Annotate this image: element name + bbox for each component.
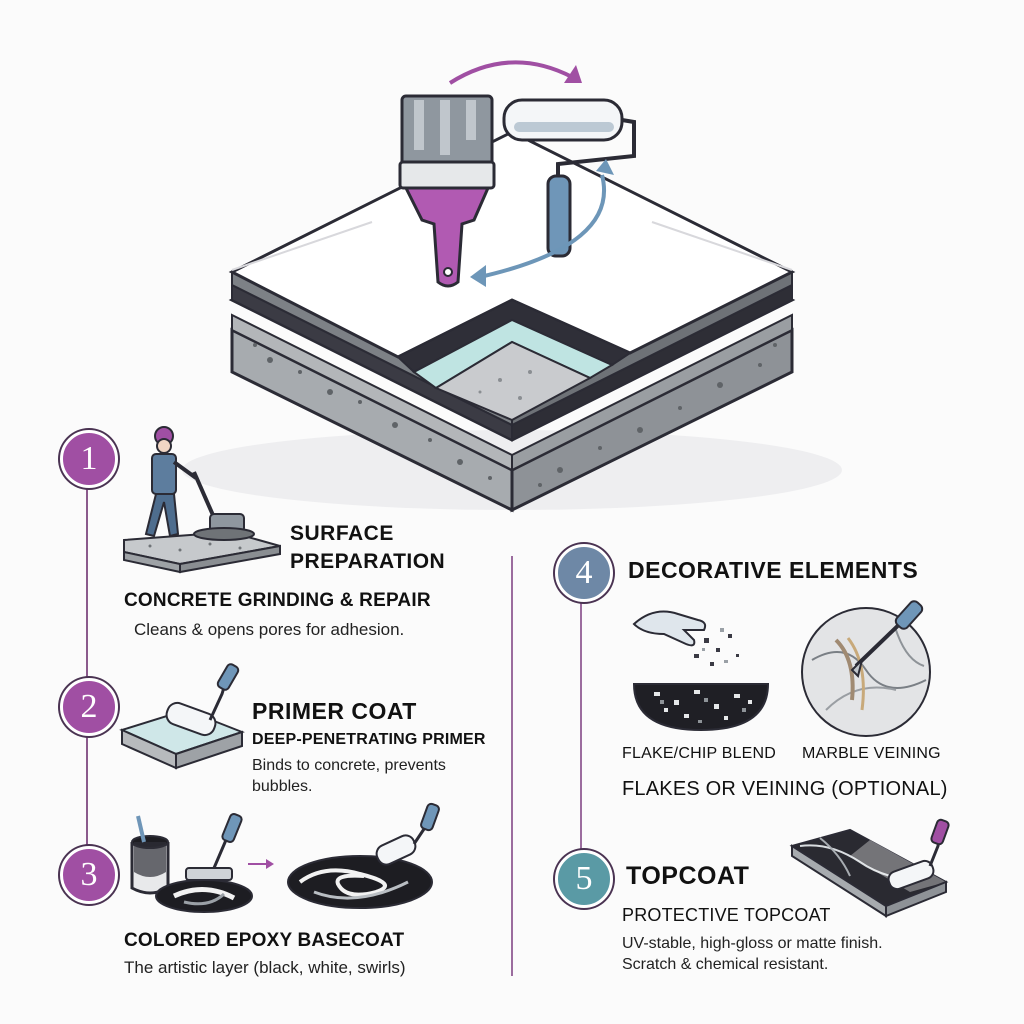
step3-description: The artistic layer (black, white, swirls… — [124, 958, 406, 977]
marble-veining-icon — [801, 600, 931, 737]
paint-brush-icon — [398, 94, 496, 288]
step1-title-line2: PREPARATION — [290, 550, 446, 573]
step3-subtitle: COLORED EPOXY BASECOAT — [124, 930, 405, 951]
step2-subtitle: DEEP-PENETRATING PRIMER — [252, 731, 486, 748]
step1-description: Cleans & opens pores for adhesion. — [134, 620, 405, 639]
hand-sprinkle-icon — [632, 610, 770, 732]
topcoat-panel-icon — [789, 818, 950, 918]
step4-title: DECORATIVE ELEMENTS — [628, 557, 919, 583]
step4-option-flake: FLAKE/CHIP BLEND — [622, 745, 777, 762]
step2-description-line1: Binds to concrete, prevents — [252, 757, 446, 774]
step-badge-5: 5 — [555, 850, 613, 908]
step-badge-4: 4 — [555, 544, 613, 602]
step-badge-3: 3 — [60, 846, 118, 904]
step4-option-marble: MARBLE VEINING — [802, 745, 941, 762]
timeline-line-right — [580, 596, 582, 852]
floor-layers-illustration — [182, 130, 842, 513]
step5-subtitle: PROTECTIVE TOPCOAT — [622, 905, 831, 925]
step-badge-2: 2 — [60, 678, 118, 736]
epoxy-basecoat-icon — [130, 802, 440, 913]
divider-vertical — [511, 556, 513, 976]
grinder-worker-icon — [123, 426, 281, 574]
step2-title: PRIMER COAT — [252, 698, 417, 724]
step4-subtitle: FLAKES OR VEINING (OPTIONAL) — [622, 778, 948, 800]
step1-subtitle: CONCRETE GRINDING & REPAIR — [124, 590, 431, 611]
step5-title: TOPCOAT — [626, 862, 750, 890]
step5-description-line1: UV-stable, high-gloss or matte finish. — [622, 935, 883, 952]
step-badge-1: 1 — [60, 430, 118, 488]
step2-description-line2: bubbles. — [252, 778, 313, 795]
cycle-arrow-icon — [448, 60, 614, 287]
step5-description-line2: Scratch & chemical resistant. — [622, 956, 829, 973]
paint-roller-icon — [502, 98, 636, 258]
step1-title-line1: SURFACE — [290, 522, 394, 545]
primer-roller-icon — [119, 663, 245, 770]
